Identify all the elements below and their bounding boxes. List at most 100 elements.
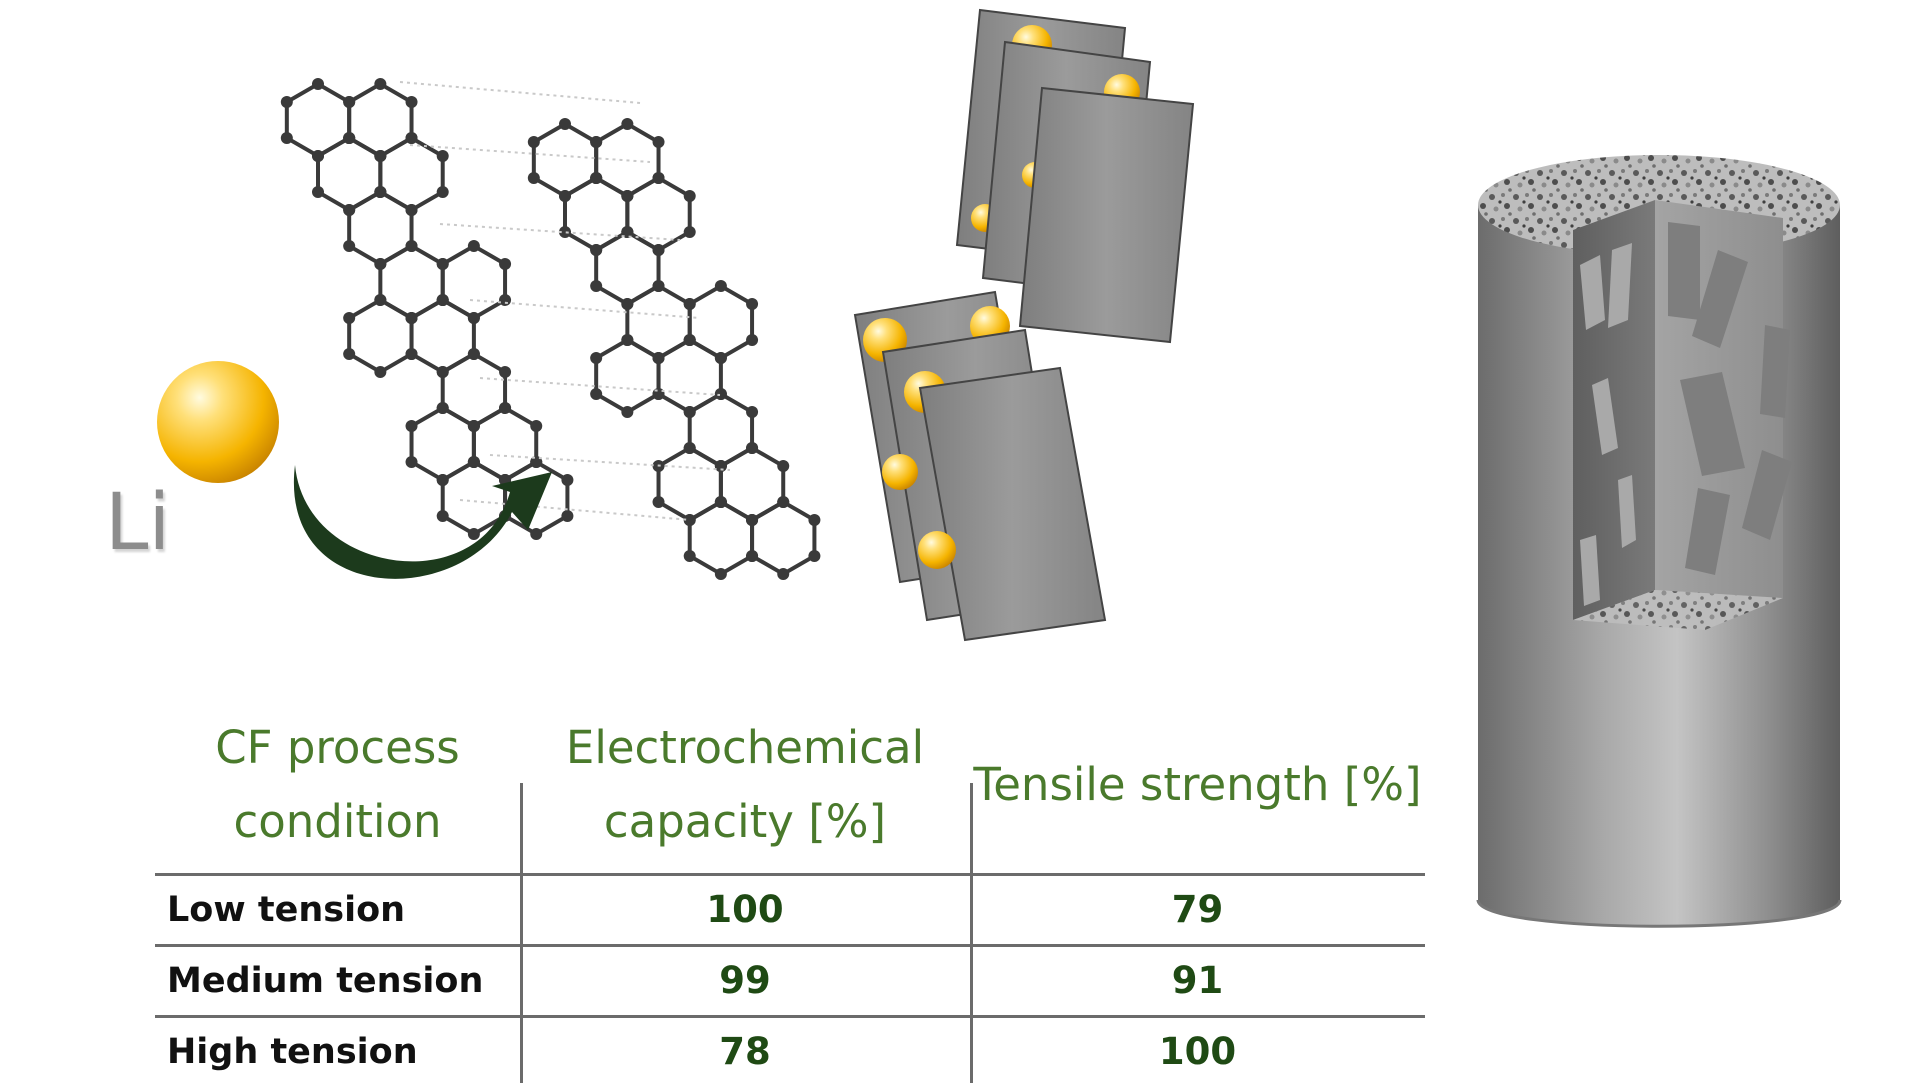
row-capacity: 100 [706,888,784,931]
carbon-atom [499,258,512,270]
carbon-atom [683,226,696,238]
carbon-atom [467,240,480,252]
carbon-atom [714,280,727,292]
carbon-atom [436,186,449,198]
carbon-ring [347,297,414,375]
carbon-atom [714,496,727,508]
carbon-atom [467,528,480,540]
carbon-atom [652,244,665,256]
carbon-atom [683,514,696,526]
carbon-atom [652,172,665,184]
table-row-rule [155,1015,1425,1018]
carbon-atom [714,352,727,364]
carbon-atom [746,442,759,454]
carbon-atom [683,334,696,346]
carbon-atom [499,294,512,306]
carbon-atom [467,420,480,432]
carbon-atom [405,420,418,432]
carbon-atom [590,136,603,148]
intercalation-arrow [293,465,552,579]
carbon-atom [374,366,387,378]
graphene-layer-left [280,78,574,540]
carbon-atom [777,460,790,472]
carbon-atom [559,190,571,202]
carbon-ring [687,499,755,577]
header-electrochemical-capacity: Electrochemical capacity [%] [565,721,925,848]
row-capacity: 99 [719,959,771,1002]
carbon-atom [652,496,665,508]
lithium-label: Li [105,478,171,568]
carbon-atom [652,136,665,148]
carbon-atom [312,78,324,90]
carbon-atom [405,312,418,324]
row-condition: Low tension [167,890,406,930]
carbon-atom [561,474,574,486]
carbon-atom [405,96,418,108]
graphene-layer-right [527,118,821,580]
carbon-atom [343,96,356,108]
carbon-atom [746,334,759,346]
carbon-atom [621,118,634,130]
carbon-atom [436,510,449,522]
carbon-atom [808,550,821,562]
row-strength: 100 [1158,1030,1237,1073]
carbon-atom [374,78,387,90]
carbon-atom [405,204,418,216]
carbon-atom [343,132,356,144]
carbon-atom [746,514,759,526]
lithium-ion-sphere [157,361,279,483]
layer-alignment-lines [399,81,731,521]
carbon-atom [374,258,387,270]
carbon-atom [777,568,790,580]
carbon-atom [405,456,418,468]
carbon-atom [714,388,727,400]
carbon-atom [436,258,449,270]
carbon-atom [467,312,480,324]
row-condition: High tension [167,1032,418,1072]
carbon-atom [436,150,449,162]
carbon-atom [374,150,387,162]
table-header-rule [155,873,1425,876]
header-process-condition: CF process condition [215,721,460,848]
carbon-atom [621,406,634,418]
carbon-atom [527,172,540,184]
carbon-atom [683,550,696,562]
row-condition: Medium tension [167,961,484,1001]
carbon-atom [590,388,603,400]
table-row: Low tension 100 79 [155,876,1425,944]
carbon-atom [374,294,387,306]
carbon-atom [746,406,759,418]
carbon-atom [683,190,696,202]
carbon-atom [683,442,696,454]
carbon-atom [530,528,543,540]
carbon-atom [652,280,665,292]
carbon-atom [374,186,387,198]
carbon-atom [559,118,571,130]
carbon-atom [590,244,603,256]
carbon-atom [499,366,512,378]
carbon-atom [405,132,418,144]
carbon-ring [594,337,661,415]
carbon-atom [590,280,603,292]
carbon-atom [527,136,540,148]
carbon-atom [808,514,821,526]
carbon-atom [561,510,574,522]
table-row-rule [155,944,1425,947]
carbon-atom [683,298,696,310]
carbon-atom [621,226,634,238]
carbon-atom [714,568,727,580]
carbon-atom [280,132,293,144]
carbon-atom [343,204,356,216]
table-column-rule [520,783,523,1083]
header-tensile-strength: Tensile strength [%] [973,758,1422,811]
carbon-atom [746,550,759,562]
carbon-atom [530,420,543,432]
carbon-atom [405,348,418,360]
carbon-atom [714,460,727,472]
carbon-atom [652,388,665,400]
row-strength: 91 [1171,959,1224,1002]
lower-sheet-stack [853,290,1107,642]
carbon-atom [343,312,356,324]
row-capacity: 78 [719,1030,771,1073]
row-strength: 79 [1171,888,1224,931]
